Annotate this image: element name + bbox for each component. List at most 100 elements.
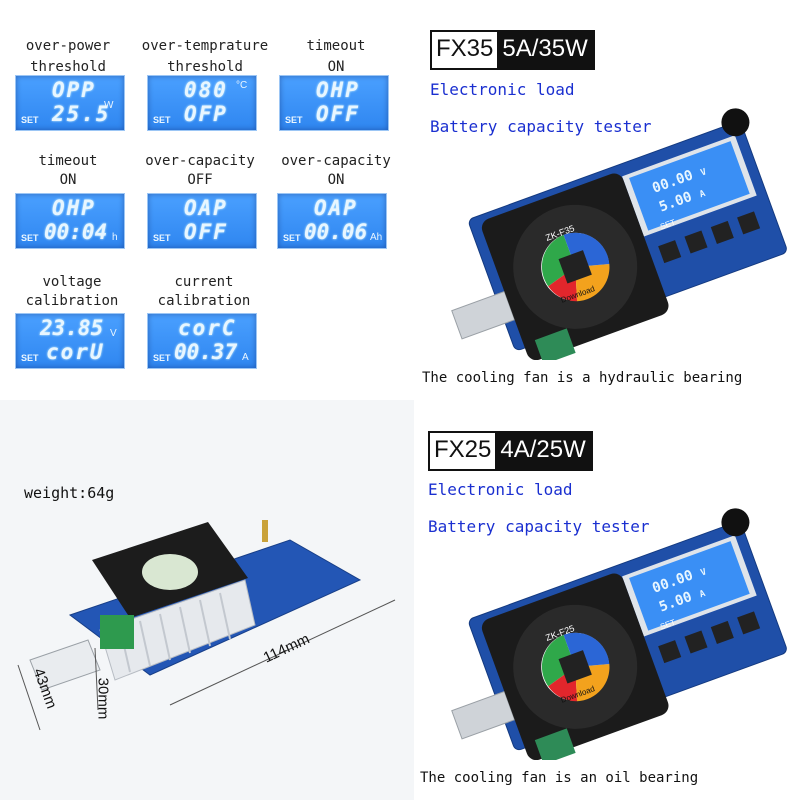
dim-line-length [169,599,396,706]
pcb-button [710,220,734,244]
caption-line: current [174,274,234,290]
lcd-line1: OAP [314,196,358,220]
model-name: FX25 [430,433,496,469]
lcd-line1: OAP [184,196,228,220]
lcd-set-label: SET [153,115,171,125]
usb-plug [451,290,516,340]
pcb-button [684,230,708,254]
lcd-panel: 23.85 corU V SET [15,313,125,369]
caption-line: calibration [25,293,119,309]
amps-unit: A [698,588,707,601]
device-3d-illustration [17,520,396,731]
pcb-button [658,640,682,664]
caption-line: ON [327,59,345,75]
caption-line: calibration [157,293,251,309]
lcd-caption: timeout ON [12,153,124,188]
lcd-caption: current calibration [142,274,266,309]
lcd-caption: over-capacity ON [272,153,400,188]
lcd-set-label: SET [21,233,39,243]
fan-note: The cooling fan is an oil bearing [420,770,699,786]
lcd-unit: V [110,328,117,339]
caption-line: timeout [306,38,366,54]
fan-hub-green [541,234,576,287]
model-badge: FX35 5A/35W [430,30,595,70]
lcd-set-label: SET [283,233,301,243]
lcd-line2: 00:04 [44,220,108,244]
lcd-panel: OHP OFF SET [279,75,389,131]
fan-hub-green [541,634,576,687]
lcd-line2: 00.37 [174,340,238,364]
lcd-panel: 080 OFP °C SET [147,75,257,131]
lcd-unit: h [112,232,118,243]
lcd-line1: OPP [52,78,96,102]
product-line1: Electronic load [428,480,573,499]
lcd-set-label: SET [21,115,39,125]
dim-line-height [94,647,99,711]
lcd-line1: 23.85 [40,316,104,340]
lcd-caption: over-capacity OFF [130,153,270,188]
model-name: FX35 [432,32,498,68]
lcd-unit: A [242,352,249,363]
lcd-panel: OHP 00:04 h SET [15,193,125,249]
lcd-set-label: SET [285,115,303,125]
usb-plug [451,690,516,740]
fan-note: The cooling fan is a hydraulic bearing [422,370,743,386]
lcd-set-label: SET [153,353,171,363]
lcd-line1: OHP [52,196,96,220]
lcd-set-label: SET [21,353,39,363]
fan-hub [142,554,198,590]
caption-line: over-capacity [281,153,391,169]
pcb-button [710,620,734,644]
caption-line: over-power [25,38,111,54]
lcd-unit: W [104,100,114,111]
lcd-line2: OFF [184,220,228,244]
caption-line: voltage [42,274,102,290]
terminal-block [534,728,576,760]
model-rating: 4A/25W [495,433,591,469]
model-rating: 5A/35W [497,32,593,68]
qr-code [558,250,592,284]
lcd-panel: corC 00.37 A SET [147,313,257,369]
model-badge: FX25 4A/25W [428,431,593,471]
heatsink [99,579,256,681]
lcd-panel: OPP 25.5 W SET [15,75,125,131]
lcd-line1: 080 [184,78,228,102]
lcd-line2: 25.5 [52,102,111,126]
lcd-caption: over-power threshold [12,38,124,75]
dim-line-width [17,664,41,731]
product-line2: Battery capacity tester [430,117,652,136]
lcd-caption: timeout ON [280,38,392,75]
product-line2: Battery capacity tester [428,517,650,536]
buzzer [721,108,750,137]
caption-line: ON [327,172,345,188]
pcb-lcd [629,141,750,231]
potentiometer [262,520,268,542]
lcd-panel: OAP 00.06 Ah SET [277,193,387,249]
lcd-line1: OHP [316,78,360,102]
pcb-button [737,211,761,235]
amps-unit: A [698,188,707,201]
caption-line: threshold [30,59,106,75]
pcb-button [658,240,682,264]
caption-line: timeout [38,153,98,169]
terminal-block [100,615,134,649]
lcd-line2: OFP [184,102,228,126]
qr-code [558,650,592,684]
usb-plug [29,639,101,691]
lcd-line2: corU [46,340,105,364]
lcd-unit: Ah [370,232,383,243]
pcb-button [684,630,708,654]
product-line1: Electronic load [430,80,575,99]
board-illustration [451,108,787,360]
lcd-line1: corC [178,316,237,340]
lcd-panel: OAP OFF SET [147,193,257,249]
lcd-caption: over-temprature threshold [130,38,280,75]
lcd-caption: voltage calibration [12,274,132,309]
caption-line: ON [59,172,77,188]
lcd-line2: OFF [316,102,360,126]
caption-line: over-temprature [141,38,269,54]
pcb-button [737,611,761,635]
board-illustration [451,508,787,760]
buzzer [721,508,750,537]
caption-line: threshold [167,59,243,75]
